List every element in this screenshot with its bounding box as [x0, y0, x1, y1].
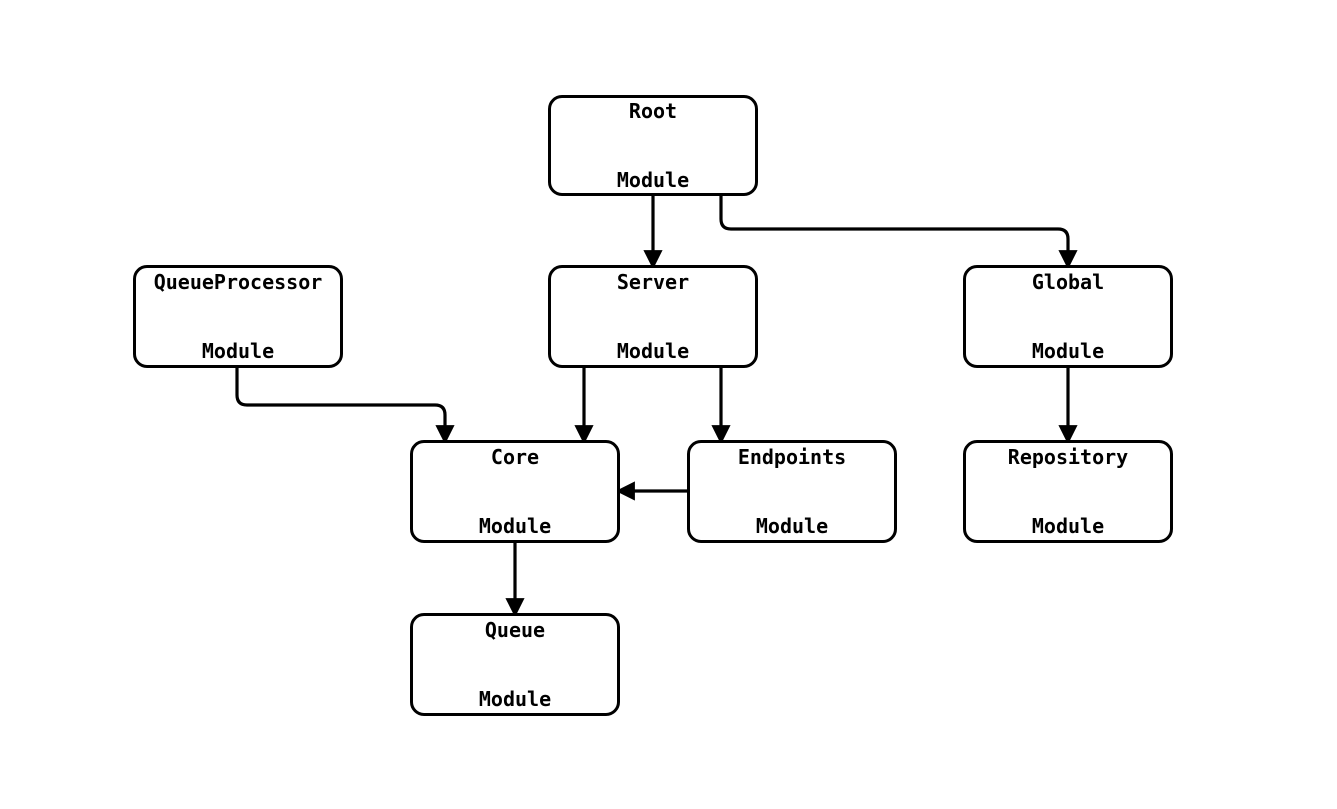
node-server-module[interactable]: Server Module: [548, 265, 758, 368]
node-global-module-label: Global Module: [1032, 225, 1104, 409]
node-core-module[interactable]: Core Module: [410, 440, 620, 543]
node-server-module-label: Server Module: [617, 225, 689, 409]
node-root-module-label: Root Module: [617, 54, 689, 238]
node-core-module-label: Core Module: [479, 400, 551, 584]
node-repository-module-label: Repository Module: [1008, 400, 1128, 584]
node-global-module-line1: Global: [1031, 269, 1105, 294]
node-endpoints-module-line1: Endpoints: [737, 444, 847, 469]
node-queue-module-label: Queue Module: [479, 573, 551, 757]
node-global-module[interactable]: Global Module: [963, 265, 1173, 368]
node-queue-module-line1: Queue: [484, 617, 546, 642]
node-endpoints-module-line2: Module: [755, 513, 829, 538]
node-queue-module-line2: Module: [478, 686, 552, 711]
node-root-module-line1: Root: [628, 98, 678, 123]
node-core-module-line2: Module: [478, 513, 552, 538]
node-root-module[interactable]: Root Module: [548, 95, 758, 196]
node-global-module-line2: Module: [1031, 338, 1105, 363]
node-queueprocessor-module-label: QueueProcessor Module: [154, 225, 323, 409]
node-queueprocessor-module-line1: QueueProcessor: [153, 269, 323, 294]
node-queueprocessor-module-line2: Module: [201, 338, 275, 363]
node-core-module-line1: Core: [490, 444, 540, 469]
node-endpoints-module-label: Endpoints Module: [738, 400, 846, 584]
node-server-module-line2: Module: [616, 338, 690, 363]
node-queueprocessor-module[interactable]: QueueProcessor Module: [133, 265, 343, 368]
node-queue-module[interactable]: Queue Module: [410, 613, 620, 716]
edge-root-to-global: [719, 196, 1078, 270]
node-repository-module-line1: Repository: [1007, 444, 1129, 469]
node-repository-module-line2: Module: [1031, 513, 1105, 538]
node-repository-module[interactable]: Repository Module: [963, 440, 1173, 543]
node-root-module-line2: Module: [616, 167, 690, 192]
edge-queueprocessor-to-core: [235, 368, 455, 445]
node-endpoints-module[interactable]: Endpoints Module: [687, 440, 897, 543]
node-server-module-line1: Server: [616, 269, 690, 294]
